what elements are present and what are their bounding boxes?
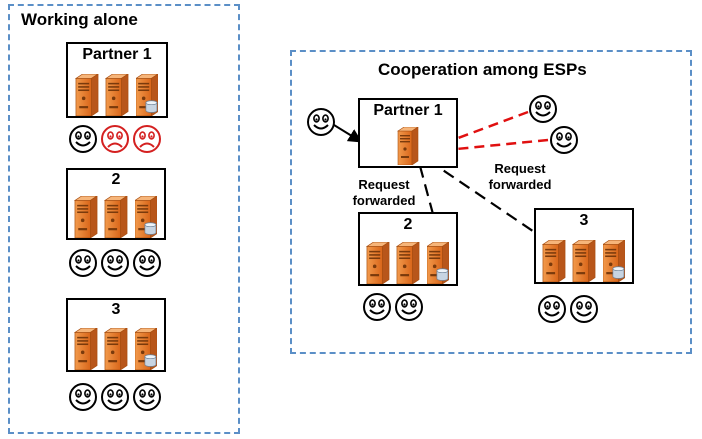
partner-3-box-alone: 3 [66, 298, 166, 372]
partner-3-label: 3 [111, 301, 121, 318]
incoming-request-arrow [333, 124, 363, 143]
happy-face-icon [529, 95, 557, 123]
working-alone-title: Working alone [21, 10, 138, 29]
partner-1-box-coop: Partner 1 [358, 98, 458, 168]
partner-1-label: Partner 1 [82, 46, 152, 63]
partner-2-box-coop: 2 [358, 212, 458, 286]
happy-face-icon [538, 295, 566, 323]
server-icon [366, 242, 390, 284]
working-alone-panel [8, 4, 240, 434]
server-icon [572, 240, 596, 282]
cooperation-title: Cooperation among ESPs [378, 60, 587, 79]
happy-face-icon [550, 126, 578, 154]
server-icon [542, 240, 566, 282]
partner-2-coop-label: 2 [403, 216, 413, 233]
partner-2-label: 2 [111, 171, 121, 188]
database-server-icon [601, 240, 627, 282]
forward-arrow-to-3 [427, 159, 555, 246]
partner-3-box-coop: 3 [534, 208, 634, 284]
partner-1-coop-label: Partner 1 [373, 102, 443, 119]
database-server-icon [425, 242, 451, 284]
partner-2-box-alone: 2 [66, 168, 166, 240]
request-forwarded-label-right: Request forwarded [488, 161, 552, 192]
server-icon [397, 127, 419, 165]
server-icon [396, 242, 420, 284]
partner-1-box-alone: Partner 1 [66, 42, 168, 118]
request-forwarded-label-left: Request forwarded [352, 177, 416, 208]
red-forward-arrow-top [422, 110, 529, 154]
partner-3-coop-label: 3 [579, 212, 589, 229]
happy-face-icon [570, 295, 598, 323]
happy-face-icon [307, 108, 335, 136]
happy-face-icon [363, 293, 391, 321]
cooperation-panel [290, 50, 692, 354]
happy-face-icon [395, 293, 423, 321]
